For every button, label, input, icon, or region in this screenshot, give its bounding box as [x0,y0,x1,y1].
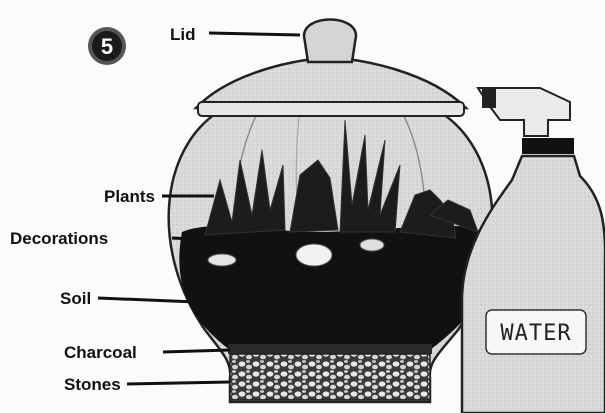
step-badge-icon: 5 [88,27,126,65]
step-number: 5 [101,34,113,59]
decorations-label: Decorations [10,229,108,248]
soil-label: Soil [60,289,91,308]
decorations-leader [172,238,212,240]
stones-label: Stones [64,375,121,394]
soil-leader [98,298,196,302]
terrarium-jar-icon [169,20,496,403]
plants-label: Plants [104,187,155,206]
charcoal-leader [163,350,230,352]
spray-bottle-icon: WATER [462,88,605,413]
stones-leader [127,382,230,384]
lid-leader [209,33,300,35]
charcoal-label: Charcoal [64,343,137,362]
bottle-label: WATER [500,321,571,346]
lid-label: Lid [170,25,196,44]
